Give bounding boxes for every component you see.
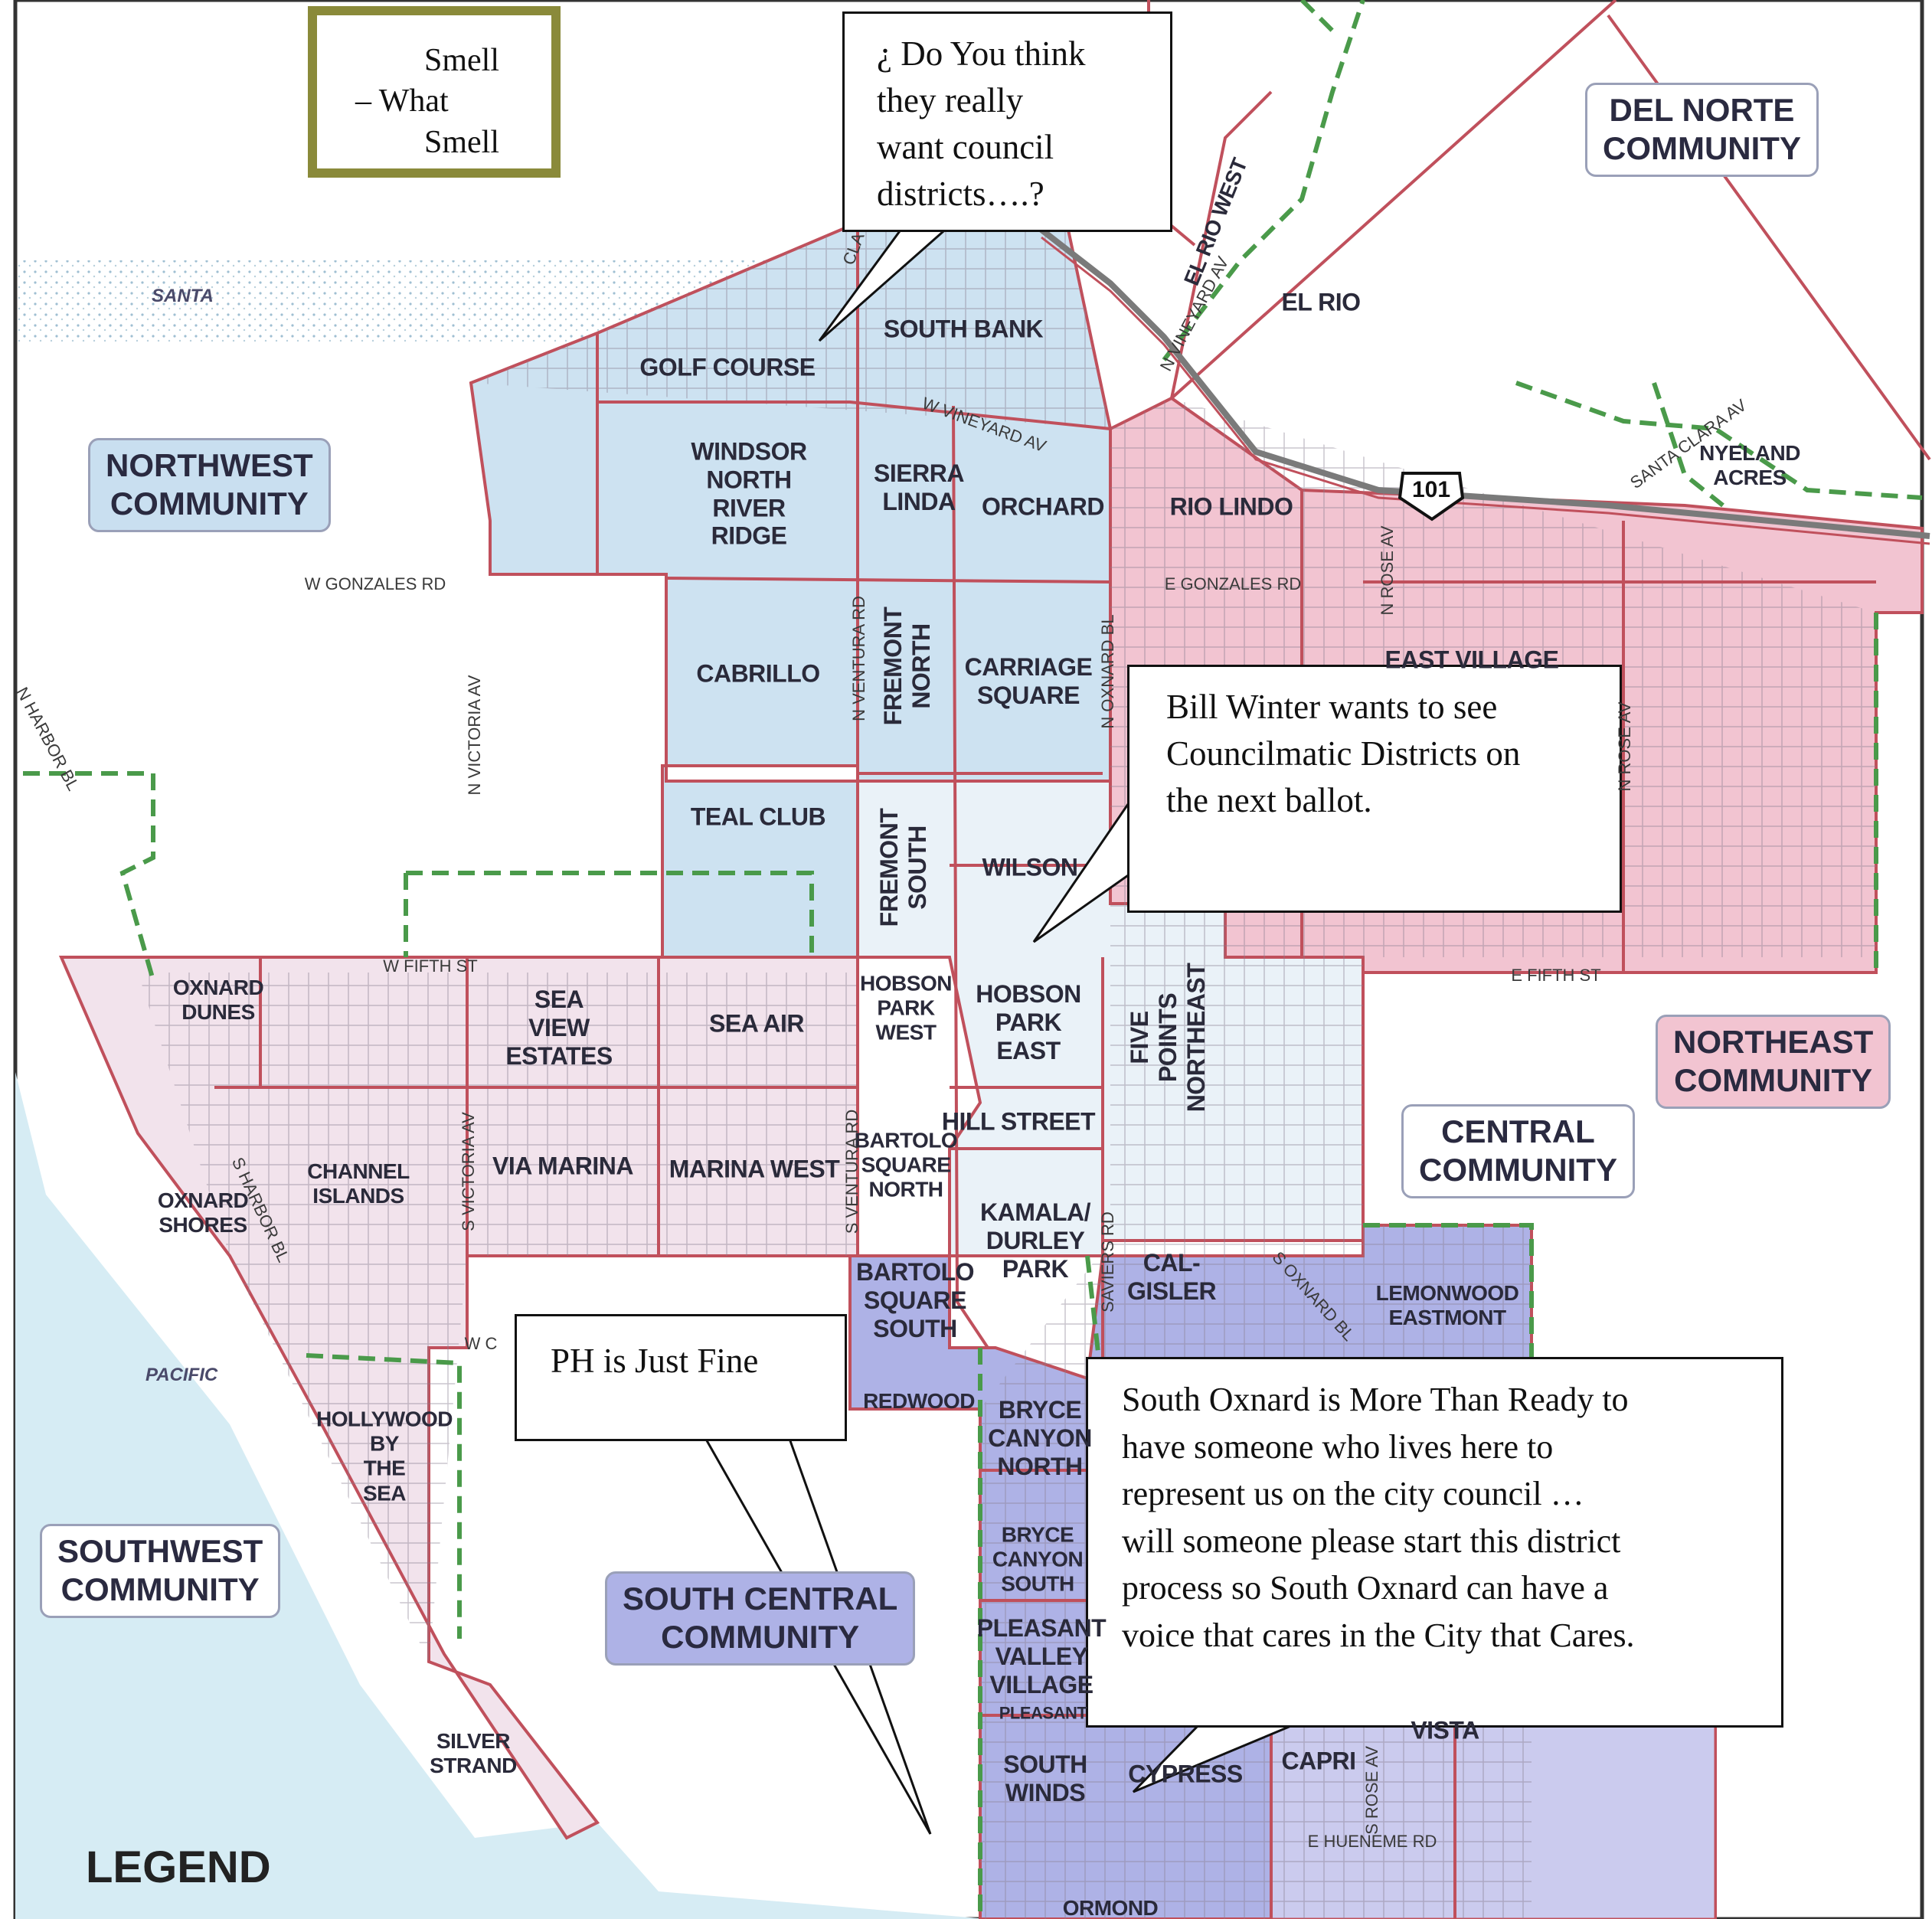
nb-wilson: WILSON: [982, 853, 1078, 881]
nb-orchard: ORCHARD: [981, 492, 1105, 521]
nb-bryce-north: BRYCE CANYON NORTH: [988, 1395, 1092, 1480]
nb-cal-gisler: CAL- GISLER: [1126, 1249, 1217, 1305]
road-n-ventura: N VENTURA RD: [849, 596, 868, 721]
nb-vista: VISTA: [1411, 1716, 1479, 1744]
nb-lemonwood: LEMONWOOD EASTMONT: [1375, 1280, 1519, 1329]
us-101-shield-icon: [1398, 472, 1465, 521]
nb-el-rio: EL RIO: [1281, 288, 1361, 316]
nb-bartolo-south: BARTOLO SQUARE SOUTH: [855, 1257, 975, 1342]
map-frame: [13, 0, 1924, 1919]
road-s-rose: S ROSE AV: [1362, 1746, 1381, 1835]
south-bubble-text: South Oxnard is More Than Ready to have …: [1122, 1381, 1635, 1654]
south-bubble: South Oxnard is More Than Ready to have …: [1086, 1357, 1783, 1728]
road-wc: W C: [464, 1334, 498, 1353]
nb-windsor: WINDSOR NORTH RIVER RIDGE: [691, 437, 807, 550]
nb-redwood: REDWOOD: [863, 1388, 975, 1413]
highway-101-edge: [1041, 236, 1930, 545]
delnorte-community-label: DEL NORTE COMMUNITY: [1585, 83, 1819, 177]
nb-carriage-square: CARRIAGE SQUARE: [964, 653, 1093, 709]
nb-five-points: FIVE POINTS NORTHEAST: [1125, 963, 1210, 1113]
road-n-victoria: N VICTORIA AV: [465, 675, 484, 796]
water-label-santa: SANTA: [152, 286, 214, 306]
road-e-fifth: E FIFTH ST: [1511, 966, 1601, 985]
nb-hobson-west: HOBSON PARK WEST: [860, 971, 952, 1045]
legend-title: LEGEND: [86, 1842, 271, 1892]
bill-bubble-text: Bill Winter wants to see Councilmatic Di…: [1166, 688, 1521, 819]
nb-nyeland: NYELAND ACRES: [1699, 440, 1800, 489]
smell-box: Smell – What Smell: [308, 6, 561, 178]
nb-capri: CAPRI: [1281, 1747, 1356, 1775]
smell-line-2: – What: [355, 83, 449, 119]
nb-cabrillo: CABRILLO: [696, 659, 820, 688]
ph-bubble: PH is Just Fine: [515, 1314, 847, 1441]
nb-fremont-north: FREMONT NORTH: [879, 606, 935, 726]
road-e-hueneme: E HUENEME RD: [1307, 1832, 1437, 1851]
smell-line-3: Smell: [424, 125, 500, 160]
bill-bubble: Bill Winter wants to see Councilmatic Di…: [1127, 665, 1622, 913]
ph-bubble-text: PH is Just Fine: [551, 1342, 759, 1380]
nb-kamala: KAMALA/ DURLEY PARK: [979, 1198, 1091, 1283]
southwest-community-label: SOUTHWEST COMMUNITY: [40, 1524, 281, 1618]
nb-oxnard-dunes: OXNARD DUNES: [172, 975, 264, 1024]
road-s-victoria: S VICTORIA AV: [459, 1112, 478, 1231]
nb-bartolo-north: BARTOLO SQUARE NORTH: [854, 1128, 958, 1202]
nb-marina-west: MARINA WEST: [669, 1155, 840, 1183]
nb-silver-strand: SILVER STRAND: [430, 1728, 517, 1777]
nb-pleasant: PLEASANT: [999, 1703, 1087, 1723]
nb-sierra-linda: SIERRA LINDA: [874, 459, 964, 515]
road-w-fifth: W FIFTH ST: [383, 956, 478, 976]
southcentral-community-label: SOUTH CENTRAL COMMUNITY: [605, 1571, 916, 1666]
road-e-gonzales: E GONZALES RD: [1164, 574, 1302, 593]
nb-pleasant-valley: PLEASANT VALLEY VILLAGE: [976, 1613, 1107, 1698]
nb-channel-islands: CHANNEL ISLANDS: [307, 1159, 410, 1208]
us-101-label: 101: [1411, 477, 1451, 502]
nb-hill-street: HILL STREET: [941, 1107, 1096, 1136]
central-community-label: CENTRAL COMMUNITY: [1401, 1104, 1635, 1198]
nb-sea-air: SEA AIR: [709, 1009, 804, 1038]
northeast-community-label: NORTHEAST COMMUNITY: [1656, 1015, 1891, 1109]
nb-hollywood: HOLLYWOOD BY THE SEA: [315, 1407, 453, 1505]
nb-east-village: EAST VILLAGE: [1384, 646, 1559, 674]
nb-oxnard-shores: OXNARD SHORES: [157, 1188, 249, 1237]
nb-rio-lindo: RIO LINDO: [1169, 492, 1293, 521]
nb-ormond: ORMOND: [1062, 1895, 1159, 1919]
nb-south-bank: SOUTH BANK: [883, 315, 1044, 343]
nb-golf-course: GOLF COURSE: [639, 353, 816, 381]
road-n-oxnard: N OXNARD BL: [1098, 614, 1117, 729]
highway-101: [1039, 227, 1930, 539]
nb-teal-club: TEAL CLUB: [690, 803, 826, 831]
council-bubble-text: ¿ Do You think they really want council …: [877, 34, 1086, 213]
nb-cypress: CYPRESS: [1128, 1760, 1243, 1788]
northwest-community-label: NORTHWEST COMMUNITY: [88, 438, 331, 532]
ocean-area: [15, 1072, 988, 1919]
road-saviers: SAVIERS RD: [1098, 1211, 1117, 1313]
nb-fremont-south: FREMONT SOUTH: [875, 808, 931, 927]
nb-via-marina: VIA MARINA: [492, 1152, 634, 1180]
nb-south-winds: SOUTH WINDS: [1003, 1751, 1087, 1806]
road-w-gonzales: W GONZALES RD: [304, 574, 446, 593]
nb-hobson-east: HOBSON PARK EAST: [976, 979, 1081, 1064]
nb-bryce-south: BRYCE CANYON SOUTH: [992, 1522, 1084, 1597]
road-s-ventura: S VENTURA RD: [842, 1109, 861, 1234]
road-n-rose: N ROSE AV: [1378, 525, 1397, 616]
road-rose-av: N ROSE AV: [1615, 701, 1634, 792]
council-bubble: ¿ Do You think they really want council …: [842, 11, 1172, 232]
nb-sea-view: SEA VIEW ESTATES: [505, 985, 613, 1070]
water-label-pacific: PACIFIC: [145, 1365, 218, 1385]
smell-line-1: Smell: [424, 43, 500, 78]
